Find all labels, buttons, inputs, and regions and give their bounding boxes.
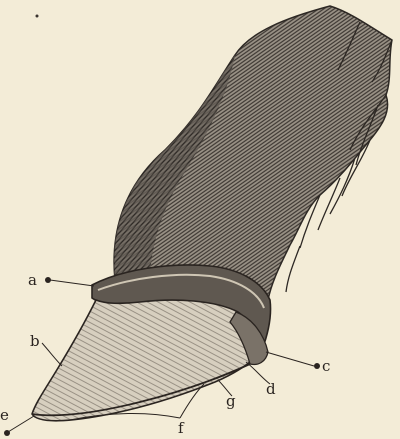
leader-e	[8, 416, 34, 432]
label-d: d	[266, 380, 276, 398]
label-c: c	[322, 357, 330, 375]
dot-a	[45, 277, 51, 283]
label-e: e	[0, 406, 9, 424]
label-f: f	[178, 419, 185, 437]
label-b: b	[30, 332, 40, 350]
label-a: a	[28, 271, 37, 289]
dot-c	[314, 363, 320, 369]
leader-a	[50, 280, 94, 286]
stray-mark	[36, 15, 39, 18]
leader-c	[266, 352, 314, 366]
dot-e	[4, 430, 10, 436]
pastern-hair	[114, 6, 392, 300]
leader-b	[42, 343, 62, 366]
label-g: g	[226, 392, 236, 410]
